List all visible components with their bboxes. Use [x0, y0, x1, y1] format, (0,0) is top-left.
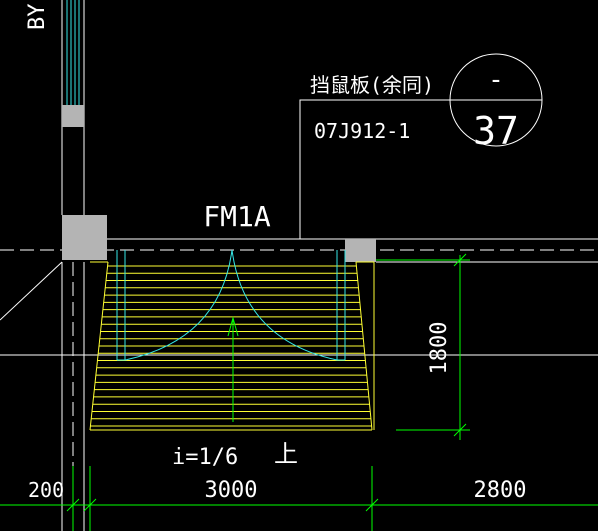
dimension-lines: [0, 253, 598, 531]
dim-right: 2800: [474, 478, 527, 503]
column-main: [62, 215, 107, 260]
detail-top: -: [488, 65, 504, 95]
callout-note: 挡鼠板(余同): [310, 73, 434, 97]
ramp-steps: [90, 265, 372, 427]
window-lines: [66, 0, 80, 105]
column-small-top: [62, 105, 84, 127]
corner-label: BY: [25, 4, 50, 31]
slope-label: i=1/6: [172, 445, 238, 470]
dim-vertical: 1800: [427, 322, 452, 375]
dim-left: 200: [28, 478, 64, 502]
door-label: FM1A: [203, 200, 271, 233]
callout-ref: 07J912-1: [314, 119, 410, 143]
dim-mid: 3000: [205, 478, 258, 503]
up-label: 上: [274, 440, 298, 468]
up-arrow: [227, 316, 239, 422]
column-right: [345, 239, 376, 262]
detail-bottom: 37: [473, 109, 519, 153]
door-swing: [116, 249, 346, 361]
